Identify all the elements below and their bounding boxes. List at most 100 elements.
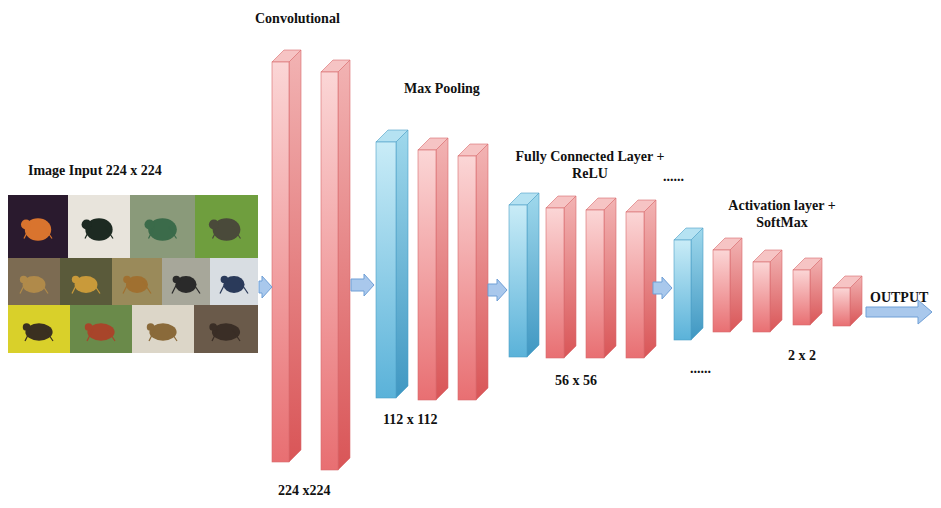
conv-block-top [753,250,782,262]
photo-tile [194,305,258,353]
conv-block-front [626,212,644,358]
input-heading: Image Input 224 x 224 [28,162,162,179]
conv-block-top [586,198,616,210]
size-label: 2 x 2 [788,347,816,364]
insect-leg [220,282,226,294]
conv-block-front [793,270,810,325]
pool-block-front [509,205,527,357]
insect-head [144,219,154,229]
insect-leg [172,282,178,294]
flow-arrow [653,277,672,299]
insect-leg [169,227,177,239]
conv-block-front [418,150,436,400]
insect-leg [143,282,151,294]
insect-leg [149,329,155,341]
photo-tile [195,195,258,258]
ellipsis: ...... [690,360,711,377]
conv-block-side [338,60,350,470]
insect-head [123,276,131,284]
conv-block-side [289,50,301,462]
pool-block-side [527,193,539,357]
photo-tile [68,195,130,258]
pool-block-side [396,130,408,398]
photo-tile [70,305,132,353]
insect-leg [212,329,218,341]
photo-tile [162,258,210,305]
flow-arrow [259,276,272,298]
conv-block-top [713,238,742,250]
conv-block-front [713,250,730,332]
conv-block-top [458,144,488,156]
layer-blocks [272,50,862,470]
insect-leg [24,227,30,239]
insect-leg [213,227,219,239]
insect-leg [232,329,240,341]
conv-block-front [272,62,289,462]
insect-leg [45,329,53,341]
conv-block-front [321,72,338,470]
conv-block-top [833,276,862,288]
insect-photo-grid [8,195,258,353]
insect-leg [169,329,177,341]
insect-leg [87,329,93,341]
conv-block-front [753,262,770,332]
insect-leg [233,227,241,239]
size-label: 112 x 112 [383,411,437,428]
insect-head [23,323,31,331]
conv-block-top [626,200,656,212]
photo-tile [8,195,68,258]
insect-leg [92,282,100,294]
conv-block-side [644,200,656,358]
pool-block-front [376,142,396,398]
flow-arrow [488,279,507,301]
conv-block-front [833,288,850,326]
size-label: 56 x 56 [555,372,597,389]
insect-leg [44,227,52,239]
conv-block-top [272,50,301,62]
pool-block-top [509,193,539,205]
conv-block-top [321,60,350,72]
conv-block-front [458,156,476,400]
conv-block-top [546,196,576,208]
insect-leg [107,329,115,341]
conv-block-top [793,258,822,270]
conv-block-side [476,144,488,400]
layer-heading: Max Pooling [404,80,480,97]
conv-block-front [546,208,564,358]
pool-block-side [691,228,703,340]
photo-tile [8,258,60,305]
conv-block-side [604,198,616,358]
flow-arrow [351,274,374,296]
conv-block-side [770,250,782,332]
conv-block-side [730,238,742,332]
insect-head [147,323,155,331]
insect-leg [149,227,155,239]
insect-head [85,323,93,331]
layer-heading: Convolutional [255,10,340,27]
insect-leg [72,282,78,294]
pool-block-top [674,228,703,240]
photo-tile [8,305,70,353]
size-label: 224 x224 [278,482,331,499]
insect-leg [105,227,113,239]
layer-heading: Activation layer + SoftMax [707,197,857,231]
insect-leg [20,282,26,294]
photo-tile [60,258,112,305]
conv-block-side [436,138,448,400]
insect-head [209,323,217,331]
output-label: OUTPUT [870,289,928,306]
photo-tile [130,195,195,258]
flow-arrows [259,274,932,324]
insect-leg [25,329,31,341]
conv-block-top [418,138,448,150]
layer-heading: Fully Connected Layer + ReLU [504,148,676,182]
ellipsis: ...... [663,168,684,185]
conv-block-front [586,210,604,358]
insect-leg [85,227,91,239]
photo-tile [210,258,258,305]
pool-block-front [674,240,691,340]
insect-leg [40,282,48,294]
pool-block-top [376,130,408,142]
insect-head [173,276,181,284]
